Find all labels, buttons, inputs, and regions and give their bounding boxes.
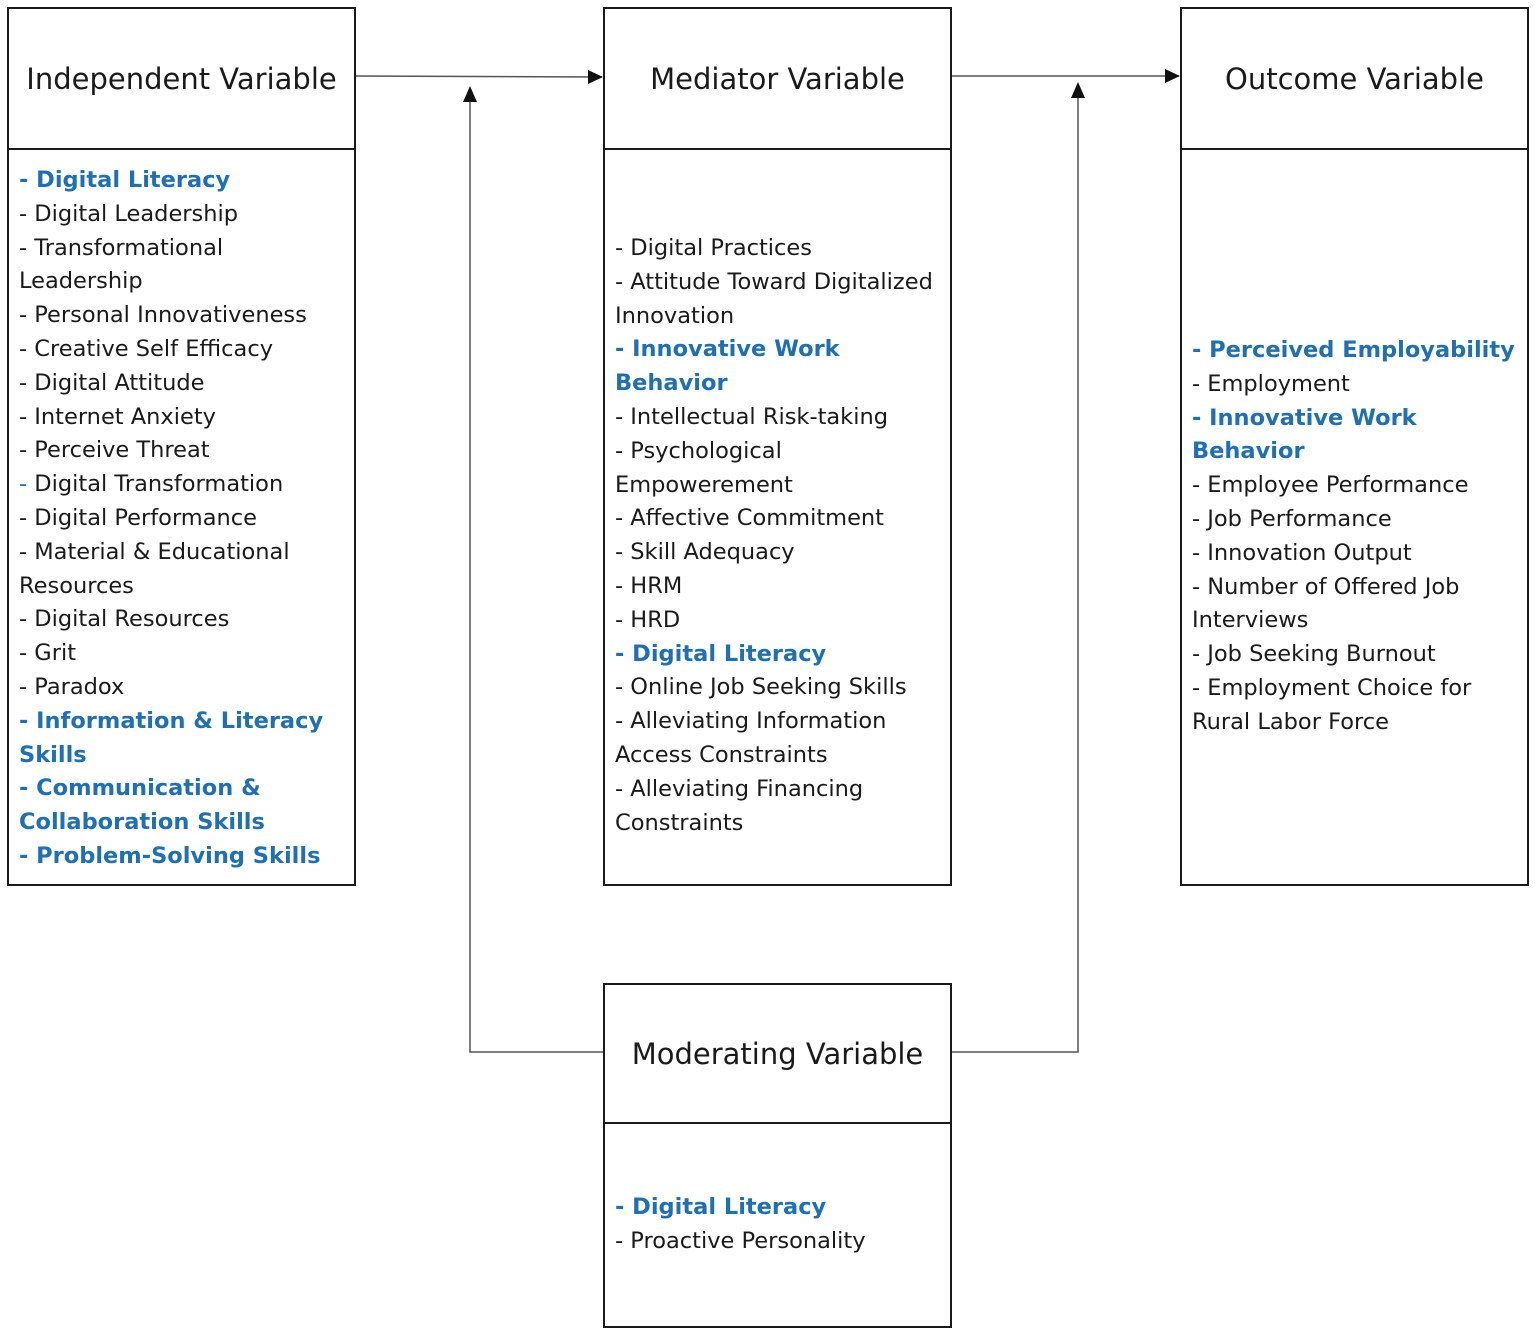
- mediator-variable-title: Mediator Variable: [605, 9, 950, 150]
- independent-variable-body: - Digital Literacy - Digital Leadership - …: [9, 150, 354, 884]
- moderating-variable-box: Moderating Variable - Digital Literacy- …: [603, 983, 952, 1328]
- independent-variable-item: - Perceive Threat: [19, 437, 210, 464]
- independent-variable-item: - Digital Leadership: [19, 200, 239, 227]
- mediator-variable-item: - Alleviating Information Access Constra…: [615, 708, 887, 768]
- independent-variable-item: - Communication & Collaboration Skills: [19, 775, 265, 836]
- outcome-variable-list: - Perceived Employability - Employment - I…: [1192, 334, 1521, 740]
- independent-variable-list: - Digital Literacy - Digital Leadership - …: [19, 164, 348, 874]
- mediator-variable-item: - Psychological Empowerement: [615, 437, 793, 498]
- independent-variable-item: - Material & Educational Resources: [19, 538, 290, 599]
- independent-variable-item: - Paradox: [19, 673, 125, 700]
- moderating-variable-title: Moderating Variable: [605, 985, 950, 1124]
- independent-variable-item: - Information & Literacy Skills: [19, 707, 324, 768]
- outcome-variable-item: - Innovative Work Behavior: [1192, 404, 1417, 465]
- mediator-variable-item: - HRD: [615, 606, 681, 633]
- independent-variable-box: Independent Variable - Digital Literacy-…: [7, 7, 356, 886]
- arrowhead-into-mediator: [588, 70, 603, 84]
- moderating-variable-item: - Digital Literacy: [615, 1194, 827, 1220]
- mediator-variable-item: - Innovative Work Behavior: [615, 336, 840, 397]
- mediator-variable-box: Mediator Variable - Digital Practices - A…: [603, 7, 952, 886]
- arrowhead-moderator-right: [1071, 82, 1085, 98]
- outcome-variable-item: - Perceived Employability: [1192, 337, 1515, 363]
- independent-variable-item: - Internet Anxiety: [19, 403, 216, 430]
- moderating-variable-body: - Digital Literacy - Proactive Personalit…: [605, 1124, 950, 1326]
- mediator-variable-item: - Online Job Seeking Skills: [615, 674, 907, 701]
- moderating-variable-list: - Digital Literacy - Proactive Personalit…: [615, 1191, 944, 1259]
- independent-variable-item: - Creative Self Efficacy: [19, 335, 274, 362]
- mediator-variable-item: - HRM: [615, 572, 683, 599]
- outcome-variable-item: - Employee Performance: [1192, 472, 1469, 499]
- mediator-variable-item: - Digital Practices: [615, 235, 812, 261]
- arrow-independent-to-mediator: [355, 75, 603, 78]
- arrowhead-moderator-left: [463, 86, 477, 102]
- independent-variable-title: Independent Variable: [9, 9, 354, 150]
- mediator-variable-item: - Alleviating Financing Constraints: [615, 775, 864, 836]
- mediator-variable-body: - Digital Practices - Attitude Toward Dig…: [605, 150, 950, 884]
- outcome-variable-item: - Innovation Output: [1192, 539, 1412, 566]
- outcome-variable-item: - Employment: [1192, 370, 1350, 397]
- moderator-link-left: [469, 100, 603, 1053]
- mediator-variable-item: - Intellectual Risk-taking: [615, 403, 889, 430]
- mediator-variable-item: - Affective Commitment: [615, 505, 884, 532]
- outcome-variable-body: - Perceived Employability - Employment - I…: [1182, 150, 1527, 884]
- outcome-variable-item: - Number of Offered Job Interviews: [1192, 573, 1460, 634]
- outcome-variable-item: - Job Performance: [1192, 505, 1392, 532]
- outcome-variable-title: Outcome Variable: [1182, 9, 1527, 150]
- arrowhead-into-outcome: [1165, 69, 1180, 83]
- independent-variable-item: - Digital Attitude: [19, 369, 205, 396]
- independent-variable-item: - Digital Performance: [19, 504, 257, 531]
- mediator-variable-item: - Skill Adequacy: [615, 539, 795, 566]
- mediator-variable-list: - Digital Practices - Attitude Toward Dig…: [615, 232, 944, 840]
- outcome-variable-box: Outcome Variable - Perceived Employabili…: [1180, 7, 1529, 886]
- item-dash: -: [19, 471, 28, 498]
- independent-variable-item: - Personal Innovativeness: [19, 302, 307, 329]
- moderator-link-right: [952, 96, 1079, 1053]
- outcome-variable-item: - Job Seeking Burnout: [1192, 641, 1436, 668]
- independent-variable-item: - Transformational Leadership: [19, 234, 224, 295]
- moderating-variable-item: - Proactive Personality: [615, 1227, 866, 1254]
- independent-variable-item: - Grit: [19, 640, 77, 667]
- mediator-variable-item: - Digital Literacy: [615, 640, 827, 667]
- independent-variable-item: - Digital Transformation: [19, 471, 284, 498]
- outcome-variable-item: - Employment Choice for Rural Labor Forc…: [1192, 674, 1472, 735]
- independent-variable-item: - Problem-Solving Skills: [19, 842, 321, 869]
- independent-variable-item: - Digital Literacy: [19, 167, 231, 193]
- independent-variable-item: - Digital Resources: [19, 606, 230, 633]
- mediator-variable-item: - Attitude Toward Digitalized Innovation: [615, 268, 933, 329]
